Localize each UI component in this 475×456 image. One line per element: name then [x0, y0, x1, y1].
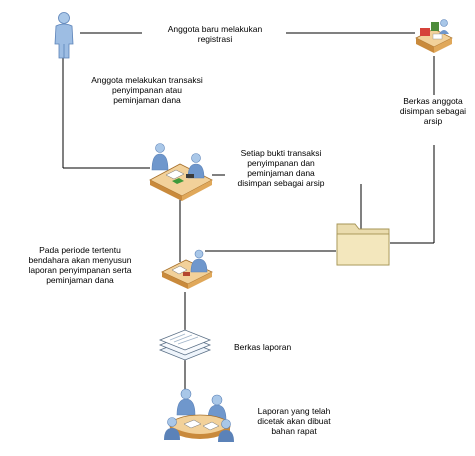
label-line: Anggota baru melakukan: [167, 24, 263, 34]
desk-clerk-icon: [415, 19, 453, 53]
label-line: Pada periode tertentu: [39, 245, 121, 255]
label-line: Berkas laporan: [234, 342, 292, 352]
label-rapat: Laporan yang telah dicetak akan dibuat b…: [246, 406, 342, 436]
label-line: peminjaman dana: [247, 168, 315, 178]
label-line: registrasi: [197, 34, 233, 44]
treasurer-desk-icon: [161, 249, 213, 289]
label-bukti-transaksi: Setiap bukti transaksi penyimpanan dan p…: [222, 148, 340, 188]
label-periode: Pada periode tertentu bendahara akan men…: [12, 245, 148, 285]
label-line: Anggota melakukan transaksi: [91, 75, 203, 85]
label-line: laporan penyimpanan serta: [28, 265, 132, 275]
document-stack-icon: [158, 329, 212, 361]
label-line: penyimpanan dan: [247, 158, 315, 168]
label-line: Laporan yang telah: [257, 406, 331, 416]
label-berkas-anggota: Berkas anggota disimpan sebagai arsip: [392, 96, 474, 126]
label-line: Berkas anggota: [403, 96, 463, 106]
label-line: arsip: [423, 116, 443, 126]
label-line: disimpan sebagai: [399, 106, 467, 116]
label-line: peminjaman dana: [113, 95, 181, 105]
label-line: Setiap bukti transaksi: [240, 148, 322, 158]
connector-lines: [62, 32, 435, 390]
label-transaksi: Anggota melakukan transaksi penyimpanan …: [78, 75, 216, 105]
folder-icon: [336, 223, 390, 266]
transaction-meeting-icon: [149, 143, 213, 201]
label-line: penyimpanan atau: [112, 85, 182, 95]
label-line: disimpan sebagai arsip: [237, 178, 325, 188]
label-registrasi: Anggota baru melakukan registrasi: [150, 24, 280, 44]
label-line: bendahara akan menyusun: [28, 255, 132, 265]
label-line: peminjaman dana: [46, 275, 114, 285]
label-berkas-laporan: Berkas laporan: [234, 342, 314, 352]
label-line: bahan rapat: [271, 426, 317, 436]
meeting-table-icon: [164, 388, 234, 442]
label-line: dicetak akan dibuat: [257, 416, 331, 426]
person-standing-icon: [54, 12, 74, 59]
